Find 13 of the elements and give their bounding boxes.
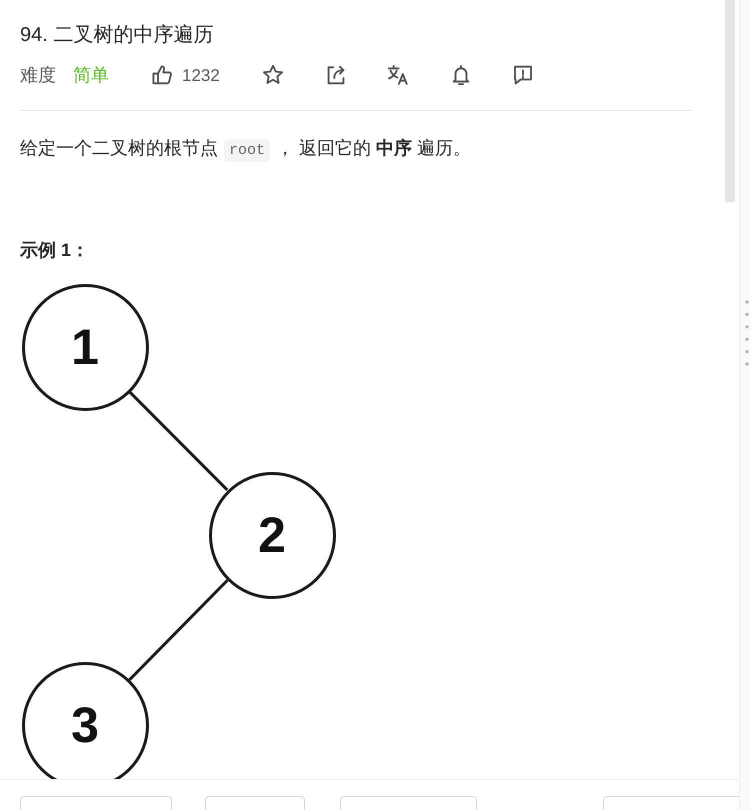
tree-node: 3 [22,662,148,779]
example-heading: 示例 1： [20,239,90,262]
code-snippet: root [224,139,270,162]
description-text: 给定一个二叉树的根节点 [20,138,218,158]
connector-line [128,579,229,681]
connector-line [128,390,228,492]
like-count: 1232 [182,65,220,87]
tree-node: 1 [22,284,148,410]
difficulty-label: 难度 [20,64,56,87]
description-text: ， 返回它的 中序 遍历。 [276,138,472,158]
problem-title: 94. 二叉树的中序遍历 [20,23,214,48]
tree-node: 2 [208,472,336,598]
difficulty-level: 简单 [73,64,109,87]
